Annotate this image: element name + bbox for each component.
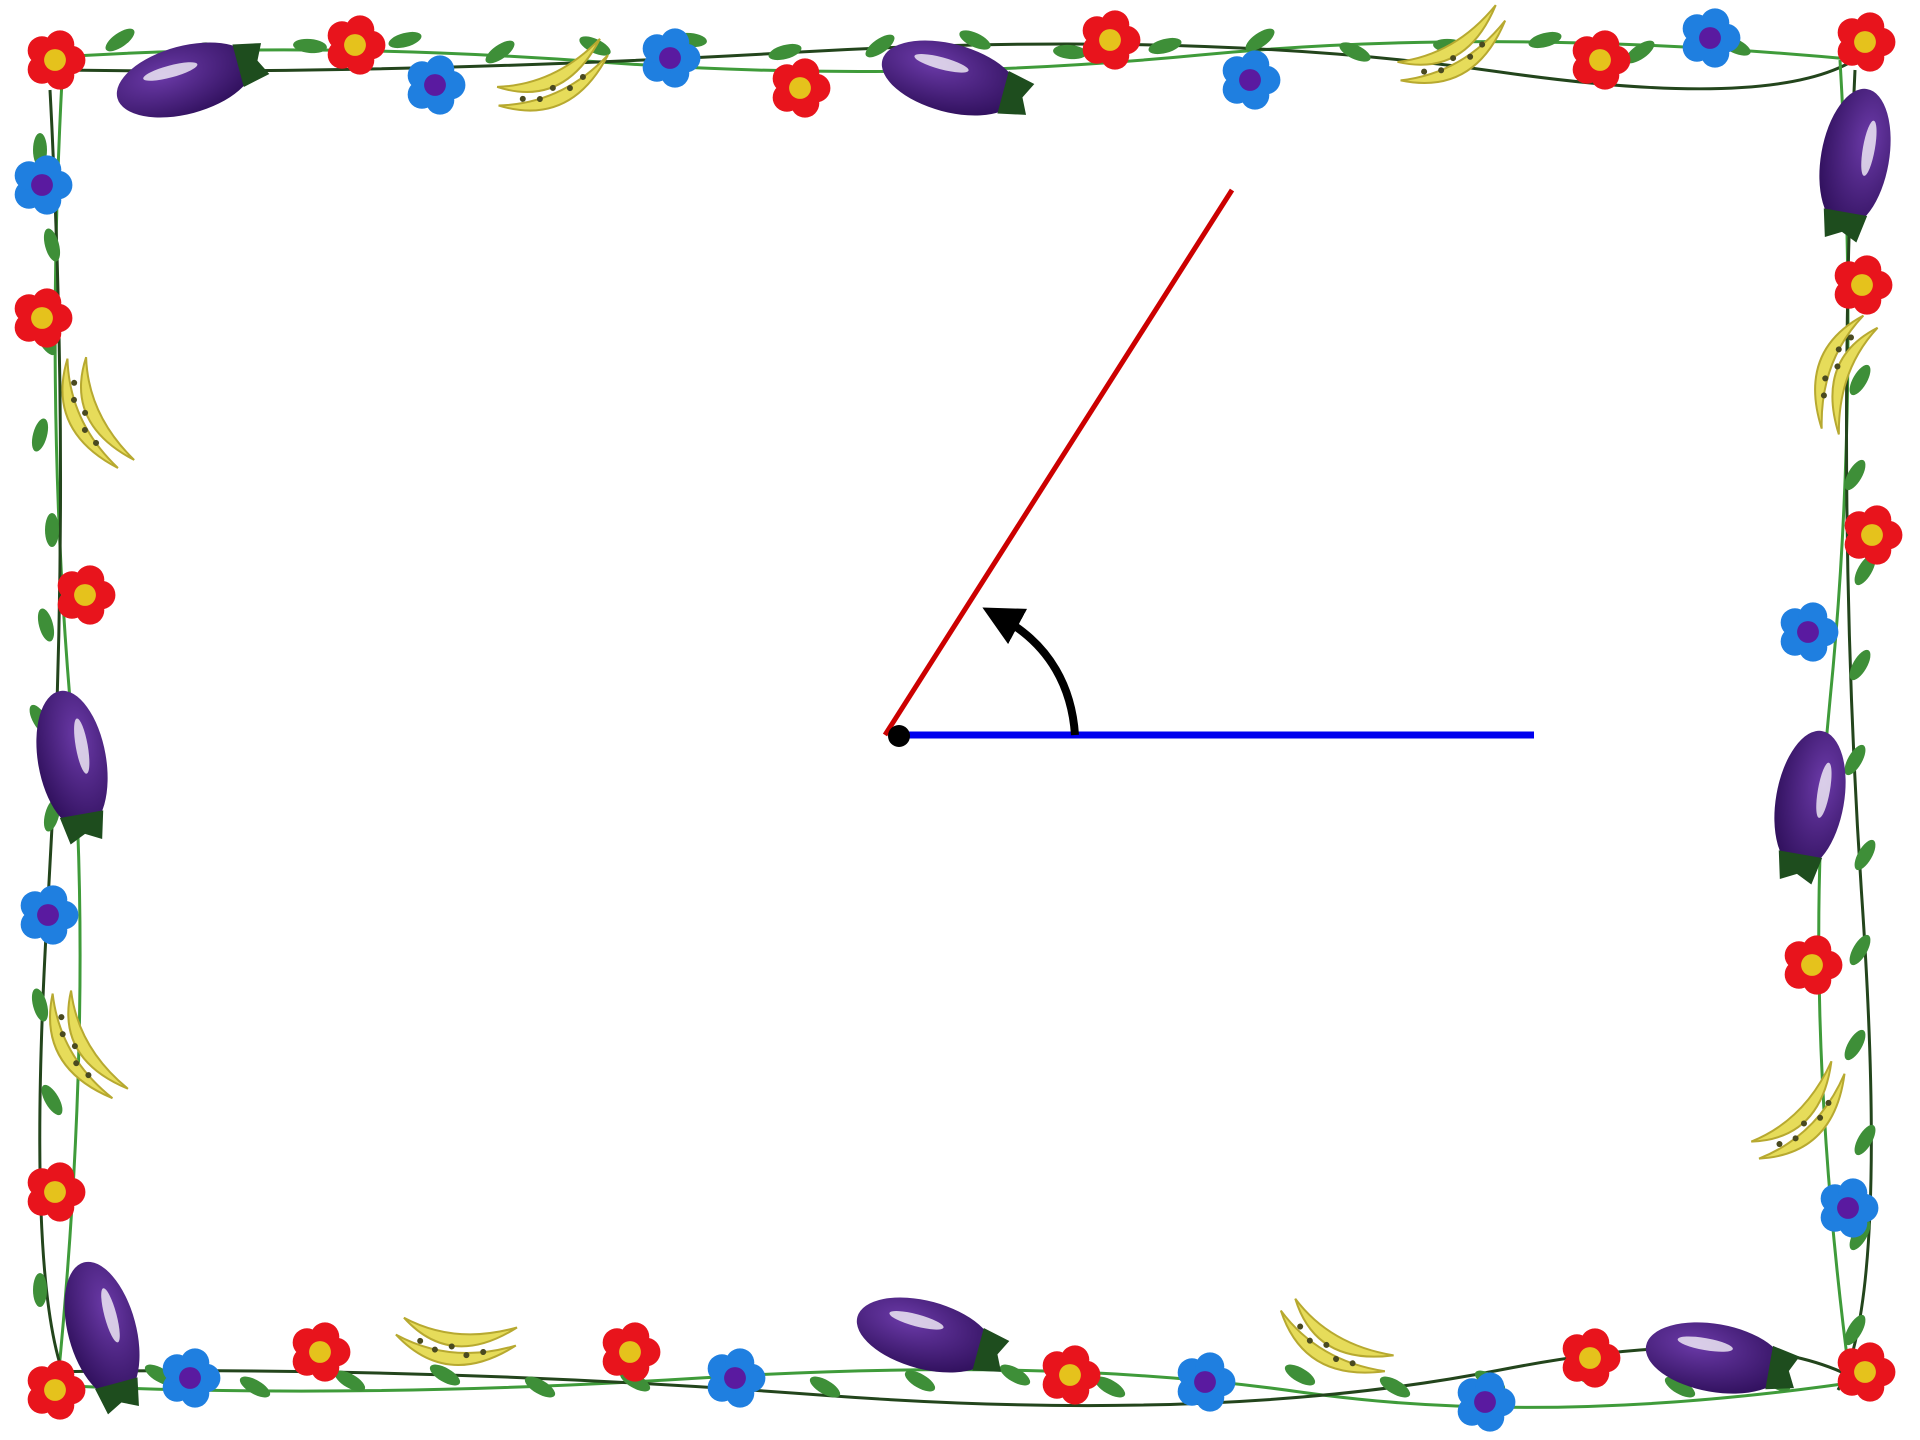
leaf-icon: [865, 34, 895, 58]
red-flower-icon: [772, 58, 831, 118]
red-flower-icon: [27, 1360, 86, 1420]
decorative-border: [14, 4, 1903, 1432]
red-flower-icon: [27, 30, 86, 90]
red-flower-icon: [1837, 12, 1896, 72]
leaf-icon: [1849, 364, 1871, 396]
eggplant-icon: [1774, 730, 1846, 885]
leaf-icon: [388, 31, 422, 49]
leaf-icon: [1844, 459, 1866, 491]
leaf-icon: [1528, 31, 1562, 49]
red-flower-icon: [1834, 255, 1893, 315]
leaf-icon: [1094, 1376, 1126, 1398]
eggplant-icon: [36, 690, 108, 845]
banana-icon: [1814, 314, 1879, 435]
leaf-icon: [239, 1376, 271, 1398]
vertex-dot: [888, 725, 910, 747]
banana-icon: [496, 38, 609, 112]
leaf-icon: [105, 28, 135, 52]
eggplant-icon: [1645, 1322, 1800, 1394]
leaf-icon: [1849, 934, 1871, 966]
angle-diagram: [882, 188, 1534, 747]
leaf-icon: [1625, 40, 1655, 64]
eggplant-icon: [64, 1261, 140, 1415]
red-flower-icon: [1572, 30, 1631, 90]
eggplant-icon: [881, 40, 1035, 116]
leaf-icon: [1053, 44, 1087, 60]
banana-icon: [1279, 1298, 1394, 1374]
leaf-icon: [1854, 839, 1876, 871]
blue-flower-icon: [14, 155, 73, 215]
blue-flower-icon: [1780, 602, 1839, 662]
red-flower-icon: [1837, 1342, 1896, 1402]
red-flower-icon: [1844, 505, 1903, 565]
red-flower-icon: [292, 1322, 351, 1382]
leaf-icon: [43, 228, 61, 262]
leaf-icon: [1854, 1124, 1876, 1156]
red-flower-icon: [27, 1162, 86, 1222]
red-flower-icon: [1562, 1328, 1621, 1388]
leaf-icon: [37, 608, 55, 642]
leaf-icon: [41, 1084, 63, 1116]
leaf-icon: [1245, 28, 1275, 52]
banana-icon: [1750, 1060, 1846, 1160]
red-flower-icon: [1082, 10, 1141, 70]
blue-flower-icon: [1177, 1352, 1236, 1412]
leaf-icon: [1339, 42, 1371, 62]
leaf-icon: [31, 418, 49, 452]
blue-flower-icon: [162, 1348, 221, 1408]
leaf-icon: [33, 1273, 47, 1307]
leaf-icon: [1844, 1314, 1866, 1346]
red-flower-icon: [327, 15, 386, 75]
blue-flower-icon: [1457, 1372, 1516, 1432]
banana-icon: [61, 356, 135, 469]
eggplant-icon: [856, 1297, 1010, 1373]
blue-flower-icon: [20, 885, 79, 945]
leaf-icon: [1664, 1376, 1696, 1398]
leaf-icon: [45, 513, 59, 547]
blue-flower-icon: [1682, 8, 1741, 68]
blue-flower-icon: [642, 28, 701, 88]
blue-flower-icon: [407, 55, 466, 115]
red-flower-icon: [1784, 935, 1843, 995]
leaf-icon: [485, 40, 515, 64]
leaf-icon: [1148, 37, 1182, 55]
leaf-icon: [524, 1376, 556, 1398]
blue-flower-icon: [707, 1348, 766, 1408]
leaf-icon: [904, 1370, 936, 1392]
leaf-icon: [1284, 1364, 1316, 1386]
leaf-icon: [334, 1370, 366, 1392]
vine: [59, 42, 1872, 91]
banana-icon: [395, 1316, 518, 1366]
leaf-icon: [809, 1376, 841, 1398]
leaf-icon: [1379, 1376, 1411, 1398]
red-flower-icon: [57, 565, 116, 625]
vine: [1836, 69, 1873, 1391]
leaf-icon: [1844, 744, 1866, 776]
leaf-icon: [31, 988, 49, 1022]
leaf-icon: [429, 1364, 461, 1386]
blue-flower-icon: [1820, 1178, 1879, 1238]
eggplant-icon: [1819, 88, 1891, 243]
terminal-ray: [882, 188, 1235, 737]
red-flower-icon: [1042, 1345, 1101, 1405]
blue-flower-icon: [1222, 50, 1281, 110]
banana-icon: [1397, 4, 1507, 84]
leaf-icon: [293, 38, 327, 54]
red-flower-icon: [14, 288, 73, 348]
rotation-arrow-icon: [982, 607, 1079, 736]
red-flower-icon: [602, 1322, 661, 1382]
banana-icon: [49, 990, 129, 1100]
leaf-icon: [1844, 1029, 1866, 1061]
leaf-icon: [768, 43, 802, 61]
eggplant-icon: [116, 42, 270, 118]
leaf-icon: [999, 1364, 1031, 1386]
leaf-icon: [959, 30, 991, 50]
leaf-icon: [1849, 649, 1871, 681]
